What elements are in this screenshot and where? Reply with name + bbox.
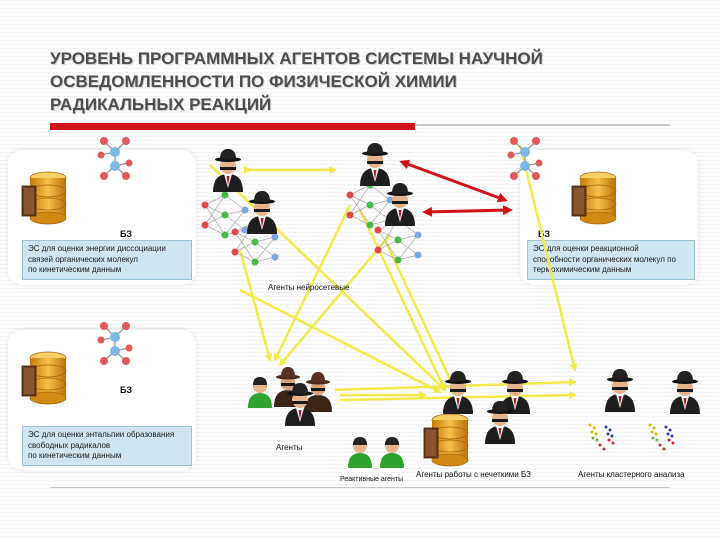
database-icon xyxy=(423,413,469,467)
footer-divider xyxy=(50,487,670,488)
es-line: ЭС для оценки энтальпии образования xyxy=(28,430,175,439)
agent-icon xyxy=(348,437,372,468)
yellow-arrows xyxy=(209,144,578,402)
database-icon xyxy=(21,171,67,225)
kb-label: БЗ xyxy=(538,229,550,239)
caption-cluster-agents: Агенты кластерного анализа xyxy=(578,470,685,479)
neural-network-icon xyxy=(201,191,249,239)
agent-icon xyxy=(605,369,635,412)
es-box-reactivity: ЭС для оценки реакционной способности ор… xyxy=(527,240,695,280)
agent-icon xyxy=(248,377,272,408)
molecule-icon xyxy=(506,136,544,181)
red-arrows xyxy=(399,159,513,217)
caption-neural-agents: Агенты нейросетевые xyxy=(268,283,350,292)
title-line: УРОВЕНЬ ПРОГРАММНЫХ АГЕНТОВ СИСТЕМЫ НАУЧ… xyxy=(50,49,543,68)
agent-icon xyxy=(385,183,415,226)
agent-icon xyxy=(443,371,473,414)
scatter-plot-icon xyxy=(588,423,615,451)
agent-icon xyxy=(380,437,404,468)
es-line: способности органических молекул по xyxy=(533,254,676,264)
kb-label: БЗ xyxy=(120,229,132,239)
title-accent-bar xyxy=(50,123,415,130)
molecule-icon xyxy=(96,136,134,181)
es-box-dissociation-energy: ЭС для оценки энергии диссоциации связей… xyxy=(22,240,192,280)
caption-agents: Агенты xyxy=(276,443,303,452)
database-icon xyxy=(571,171,617,225)
agent-icon xyxy=(670,371,700,414)
page-title: УРОВЕНЬ ПРОГРАММНЫХ АГЕНТОВ СИСТЕМЫ НАУЧ… xyxy=(50,47,670,116)
es-box-radical-enthalpy: ЭС для оценки энтальпии образования своб… xyxy=(22,426,192,466)
agent-icon xyxy=(247,191,277,234)
caption-reactive-agents: Реактивные агенты xyxy=(340,476,404,483)
agent-icon xyxy=(360,143,390,186)
kb-label: БЗ xyxy=(120,385,132,395)
es-line: свободных радикалов xyxy=(28,440,111,450)
caption-fuzzy-kb-agents: Агенты работы с нечеткими БЗ xyxy=(416,470,531,479)
es-line: связей органических молекул xyxy=(28,254,138,264)
title-line: РАДИКАЛЬНЫХ РЕАКЦИЙ xyxy=(50,95,272,114)
scatter-plot-icon xyxy=(648,423,675,451)
es-line: по кинетическим данным xyxy=(28,451,122,460)
title-line: ОСВЕДОМЛЕННОСТИ ПО ФИЗИЧЕСКОЙ ХИМИИ xyxy=(50,72,457,91)
molecule-icon xyxy=(96,321,134,366)
es-line: термохимическим данным xyxy=(533,265,632,274)
es-line: ЭС для оценки реакционной xyxy=(533,244,639,253)
es-line: ЭС для оценки энергии диссоциации xyxy=(28,244,166,253)
database-icon xyxy=(21,351,67,405)
es-line: по кинетическим данным xyxy=(28,265,122,274)
